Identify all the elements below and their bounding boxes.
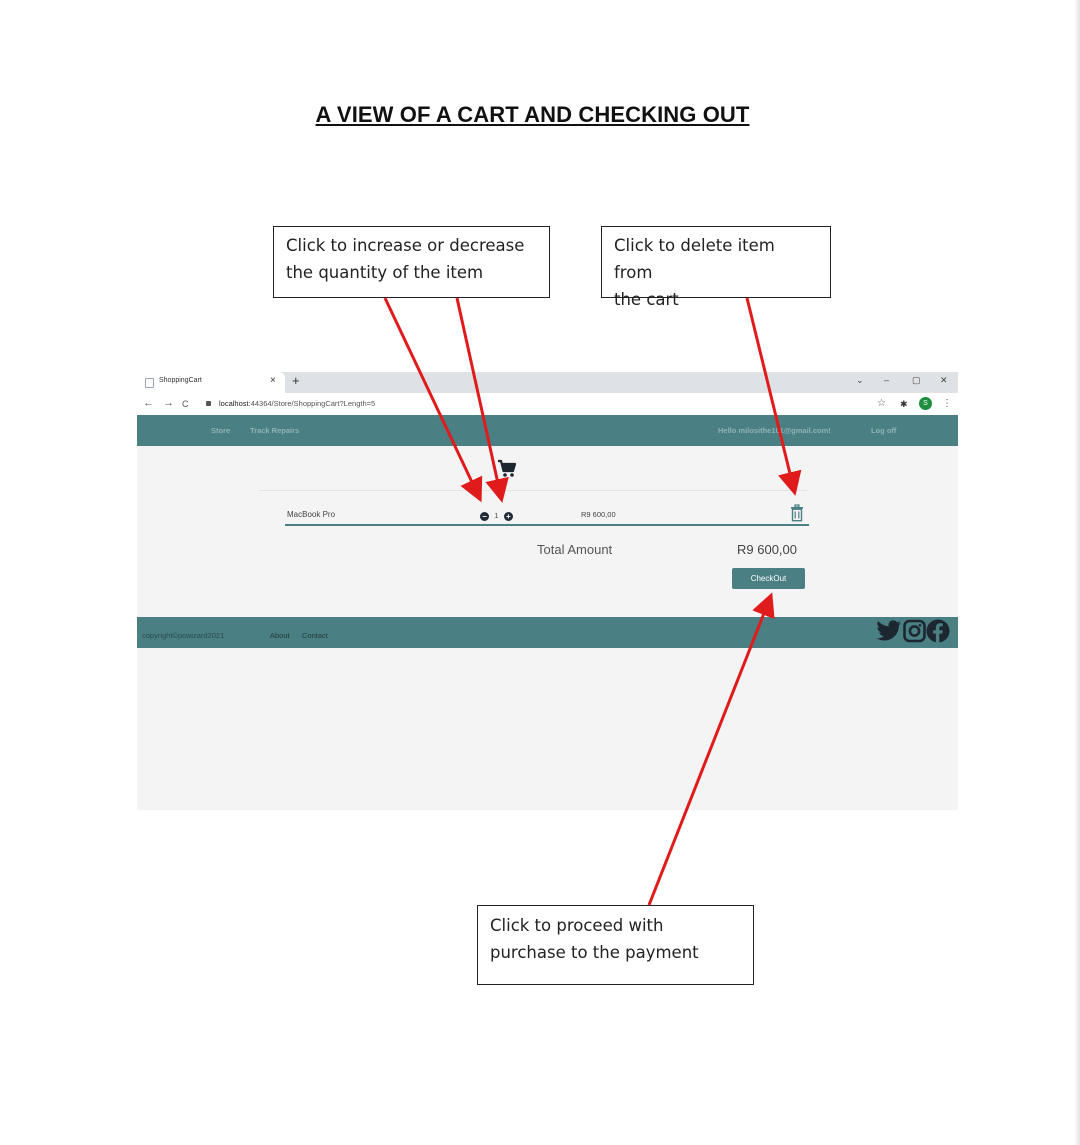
callout-checkout-line-2: purchase to the payment xyxy=(490,943,699,962)
close-window-button[interactable]: ✕ xyxy=(940,375,948,385)
instagram-icon[interactable] xyxy=(903,619,926,643)
nav-link-store[interactable]: Store xyxy=(211,426,231,435)
footer-link-about[interactable]: About xyxy=(270,631,290,640)
minus-circle-icon[interactable]: − xyxy=(480,512,489,522)
footer-link-contact[interactable]: Contact xyxy=(302,631,328,640)
total-amount-label: Total Amount xyxy=(537,542,613,557)
page-background xyxy=(137,648,958,810)
product-name: MacBook Pro xyxy=(287,510,336,519)
site-navbar: Store Track Repairs Hello milosithe101@g… xyxy=(137,415,958,446)
facebook-icon[interactable] xyxy=(926,619,950,643)
browser-window: ShoppingCart × + ⌄ – ▢ ✕ ← → C localhost… xyxy=(137,372,958,810)
twitter-icon[interactable] xyxy=(876,619,902,643)
cart-icon xyxy=(498,459,517,477)
browser-tab[interactable]: ShoppingCart × xyxy=(137,372,285,393)
minimize-button[interactable]: – xyxy=(884,375,890,385)
reload-icon[interactable]: C xyxy=(182,399,189,409)
callout-checkout-line-1: Click to proceed with xyxy=(490,916,664,935)
bookmark-star-icon[interactable]: ☆ xyxy=(877,398,886,409)
address-bar: ← → C localhost:44364/Store/ShoppingCart… xyxy=(137,393,958,415)
cart-row-divider xyxy=(285,524,809,526)
cart-top-divider xyxy=(259,490,807,491)
callout-quantity: Click to increase or decrease the quanti… xyxy=(273,226,550,298)
tab-search-icon[interactable]: ⌄ xyxy=(856,375,864,385)
lock-icon xyxy=(206,401,211,406)
cart-content: MacBook Pro − 1 + R9 600,00 Total Amount… xyxy=(137,446,958,617)
tab-close-icon[interactable]: × xyxy=(270,375,276,386)
callout-delete-line-1: Click to delete item from xyxy=(614,236,775,282)
profile-avatar[interactable]: S xyxy=(919,397,932,410)
page-edge xyxy=(1074,0,1080,1145)
product-price: R9 600,00 xyxy=(581,510,616,519)
footer-copyright: copyright©pcwizard2021 xyxy=(142,631,225,640)
browser-menu-icon[interactable]: ⋮ xyxy=(942,398,952,409)
document-title: A VIEW OF A CART AND CHECKING OUT xyxy=(315,102,750,127)
callout-delete: Click to delete item from the cart xyxy=(601,226,831,309)
callout-quantity-line-1: Click to increase or decrease xyxy=(286,236,525,255)
tab-bar: ShoppingCart × + ⌄ – ▢ ✕ xyxy=(137,372,958,393)
back-icon[interactable]: ← xyxy=(143,397,154,409)
nav-greeting[interactable]: Hello milosithe101@gmail.com! xyxy=(718,426,831,435)
plus-circle-icon[interactable]: + xyxy=(503,512,513,522)
nav-link-logoff[interactable]: Log off xyxy=(871,426,897,435)
url-input[interactable]: localhost:44364/Store/ShoppingCart?Lengt… xyxy=(219,399,375,408)
quantity-value: 1 xyxy=(494,513,499,521)
quantity-stepper: − 1 + xyxy=(480,508,513,522)
checkout-button[interactable]: CheckOut xyxy=(732,568,805,589)
site-footer: copyright©pcwizard2021 About Contact xyxy=(137,617,958,648)
forward-icon[interactable]: → xyxy=(163,397,174,409)
tab-title: ShoppingCart xyxy=(159,377,202,384)
total-amount-value: R9 600,00 xyxy=(737,542,797,557)
favicon-icon xyxy=(145,378,154,388)
callout-delete-line-2: the cart xyxy=(614,290,679,309)
extensions-icon[interactable]: ✱ xyxy=(900,399,908,409)
new-tab-button[interactable]: + xyxy=(292,373,300,388)
callout-checkout: Click to proceed with purchase to the pa… xyxy=(477,905,754,985)
url-path: :44364/Store/ShoppingCart?Length=5 xyxy=(248,399,376,408)
restore-button[interactable]: ▢ xyxy=(912,375,921,385)
trash-icon[interactable] xyxy=(790,504,804,522)
nav-link-track-repairs[interactable]: Track Repairs xyxy=(250,426,300,435)
callout-quantity-line-2: the quantity of the item xyxy=(286,263,484,282)
url-host: localhost xyxy=(219,399,249,408)
